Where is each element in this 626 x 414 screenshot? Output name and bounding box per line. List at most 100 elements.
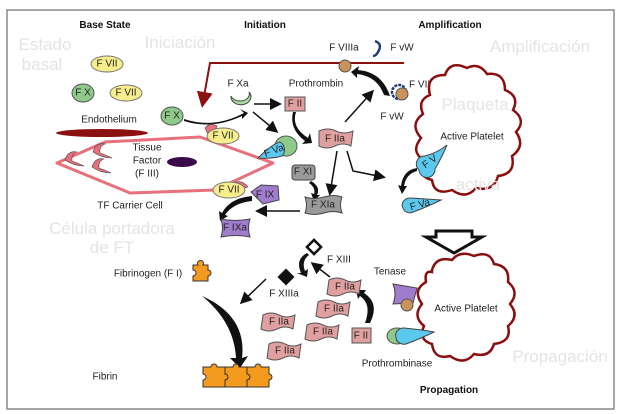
- arrow: [239, 278, 267, 305]
- curved-arrow: [356, 290, 374, 323]
- active-platelet-label: Active Platelet: [434, 304, 498, 315]
- svg-text:F VII: F VII: [218, 185, 239, 196]
- ghost-text: Célula portadora: [49, 219, 175, 238]
- svg-text:F X: F X: [75, 88, 91, 99]
- tf-carrier-cell-label: TF Carrier Cell: [97, 201, 163, 212]
- svg-text:F II: F II: [354, 331, 368, 342]
- svg-text:F VII: F VII: [96, 59, 117, 70]
- fiia-flag: F IIa: [318, 128, 354, 149]
- fvii-ellipse: F VII: [90, 55, 124, 73]
- tenase-label: Tenase: [374, 267, 407, 278]
- curved-arrow: [398, 168, 417, 194]
- svg-text:F II: F II: [288, 99, 302, 110]
- fvii-tf-complex: F VII: [204, 124, 240, 145]
- fxiiia-label: F XIIIa: [269, 289, 299, 300]
- svg-text:F VII: F VII: [212, 131, 233, 142]
- svg-text:F IIa: F IIa: [313, 327, 333, 338]
- arrow: [344, 89, 375, 123]
- fvw-label: F vW: [380, 112, 404, 123]
- svg-text:F VII: F VII: [115, 88, 136, 99]
- curved-arrow: [309, 181, 320, 201]
- fiia-flag: F IIa: [260, 312, 296, 332]
- fii-box: F II: [284, 96, 306, 112]
- fviiia-circle: [338, 59, 352, 73]
- curved-arrow: [219, 196, 252, 221]
- fxiiia-diamond: [277, 268, 295, 286]
- svg-text:F IIa: F IIa: [325, 134, 345, 145]
- fx-circle: F X: [160, 106, 184, 126]
- nucleus: [167, 157, 197, 167]
- prothrombin-label: Prothrombin: [289, 79, 343, 90]
- endothelium: [56, 129, 148, 137]
- fibrin-puzzle-chain: [202, 363, 273, 388]
- svg-text:F X: F X: [164, 111, 180, 122]
- fx-circle: F X: [71, 83, 95, 103]
- curved-arrow: [351, 66, 390, 96]
- big-curved-arrow: [202, 296, 248, 368]
- tf-carrier-cell: [55, 135, 275, 195]
- ghost-text: activa: [456, 175, 501, 194]
- fiia-flag: F IIa: [266, 341, 302, 361]
- fiia-flag: F IIa: [304, 322, 340, 342]
- active-platelet-cloud: [414, 63, 522, 196]
- fxia-box: F XIa: [304, 195, 343, 215]
- prothrombinase-complex: [386, 327, 436, 345]
- fxi-box: F XI: [291, 164, 316, 181]
- fibrinogen-label: Fibrinogen (F I): [114, 269, 182, 280]
- open-arrow-down: [420, 229, 488, 255]
- tissue-factor-label: Factor: [133, 156, 162, 167]
- arrow: [310, 262, 331, 278]
- tissue-factor-label: Tissue: [132, 143, 162, 154]
- fvii-tf-complex: F VII: [212, 181, 249, 199]
- tenase-complex: [392, 283, 418, 312]
- active-platelet-cloud: [416, 252, 516, 362]
- fva-prothrombinase: F Va: [256, 135, 298, 160]
- fxiii-label: F XIII: [327, 255, 351, 266]
- active-platelet-label: Active Platelet: [440, 132, 504, 143]
- curved-arrow: [184, 109, 248, 125]
- header-base-state: Base State: [79, 20, 131, 31]
- curved-arrow: [292, 112, 312, 144]
- fibrinogen-puzzle: [192, 259, 212, 282]
- fviiia-label: F VIIIa: [329, 43, 359, 54]
- arrow: [325, 150, 338, 196]
- ghost-text: Propagación: [512, 347, 607, 366]
- fxa-crescent: [230, 91, 252, 106]
- endothelium-label: Endothelium: [81, 115, 137, 126]
- arrow: [252, 111, 279, 133]
- svg-text:F IIa: F IIa: [269, 317, 289, 328]
- ghost-text: Plaqueta: [441, 95, 509, 114]
- tissue-factor-hooks: [64, 143, 113, 174]
- svg-text:F XI: F XI: [294, 167, 312, 178]
- svg-text:F XIa: F XIa: [311, 200, 335, 211]
- ghost-text: de FT: [90, 238, 134, 257]
- fiia-flag: F IIa: [326, 277, 362, 297]
- fviii-fvw-complex: [390, 83, 409, 101]
- curved-arrow: [297, 253, 309, 277]
- fix-pentagon: F IX: [250, 184, 280, 205]
- header-propagation: Propagation: [420, 385, 478, 396]
- fviii-label: F VIII: [409, 80, 433, 91]
- svg-text:F IIa: F IIa: [324, 304, 344, 315]
- fibrin-label: Fibrin: [92, 372, 117, 383]
- fvw-label: F vW: [390, 43, 414, 54]
- svg-text:F IIa: F IIa: [275, 346, 295, 357]
- ghost-text: Iniciación: [145, 33, 216, 52]
- header-initiation: Initiation: [244, 20, 286, 31]
- fv-teardrop: F V: [415, 144, 448, 178]
- prothrombinase-label: Prothrombinase: [362, 359, 433, 370]
- ghost-text: Amplificación: [490, 37, 590, 56]
- svg-text:F IX: F IX: [256, 190, 275, 201]
- fiia-flag: F IIa: [315, 299, 351, 319]
- svg-text:F Va: F Va: [409, 197, 432, 213]
- fxiii-diamond: [305, 238, 323, 256]
- svg-text:F IIa: F IIa: [335, 282, 355, 293]
- fxa-label: F Xa: [227, 79, 249, 90]
- svg-text:F IXa: F IXa: [223, 223, 247, 234]
- fvw-bracket: [372, 39, 382, 58]
- arrow: [346, 150, 386, 182]
- fvii-ellipse: F VII: [109, 84, 143, 102]
- fva-teardrop: F Va: [401, 197, 443, 214]
- ghost-labels: Estado basal Iniciación Amplificación Cé…: [19, 33, 608, 366]
